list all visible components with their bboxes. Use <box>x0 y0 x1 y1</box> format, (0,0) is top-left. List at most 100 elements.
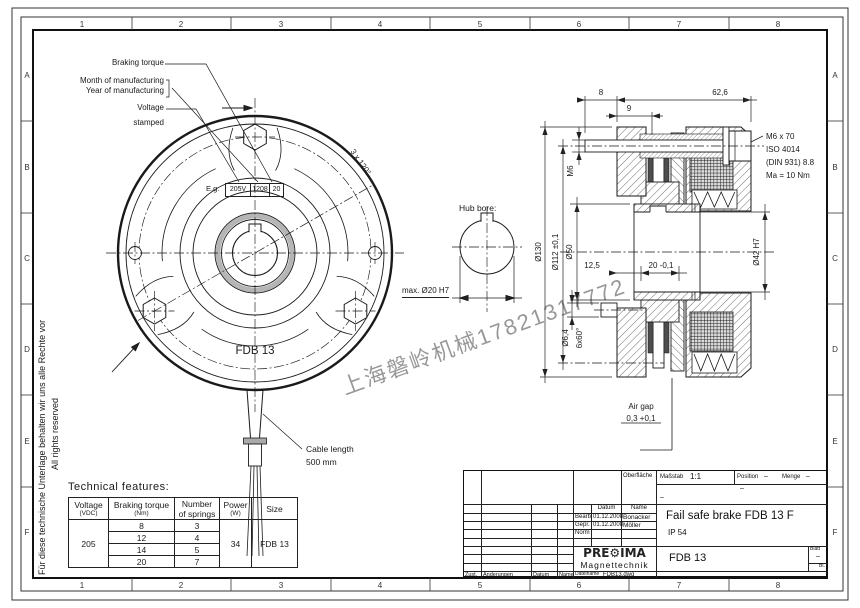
label-voltage: Voltage <box>137 103 164 112</box>
stamp-box: 205V 1208 20 <box>225 183 284 197</box>
dim-6-4: Ø6,4 <box>561 329 570 347</box>
svg-text:7: 7 <box>677 581 682 590</box>
dim-6x60: 6x60° <box>575 328 584 349</box>
svg-text:7: 7 <box>677 20 682 29</box>
tb-menge-label: Menge <box>782 474 801 480</box>
air-gap-value: 0,3 +0,1 <box>626 414 656 423</box>
tb-dateiname-label: Dateiname <box>575 571 600 577</box>
svg-text:B: B <box>24 163 29 172</box>
tb-gepr-datum: 01.12.2008 <box>593 522 624 528</box>
front-view <box>106 63 404 557</box>
stamp-voltage: 205V <box>229 186 247 193</box>
svg-text:4: 4 <box>378 20 383 29</box>
tb-menge-value: – <box>806 473 810 480</box>
tb-gepr-name: Möller <box>623 521 641 529</box>
sheet-frame <box>11 7 849 601</box>
svg-text:8: 8 <box>776 20 781 29</box>
tech-voltage: 205 <box>68 519 109 568</box>
svg-text:5: 5 <box>478 581 483 590</box>
svg-text:D: D <box>832 345 838 354</box>
tb-col-name: Name <box>630 505 647 511</box>
svg-text:(DIN 931) 8.8: (DIN 931) 8.8 <box>766 158 815 167</box>
stamp-eg: E.g. <box>206 184 220 193</box>
svg-text:C: C <box>24 254 30 263</box>
dim-130: Ø130 <box>534 242 543 262</box>
stamp-torque: 20 <box>269 184 283 196</box>
tb-datum: Datum <box>533 572 550 578</box>
dim-112: Ø112 ±0,1 <box>551 233 560 270</box>
dim-20: 20 -0,1 <box>649 261 674 270</box>
svg-text:3: 3 <box>279 581 284 590</box>
tech-col-voltage: Voltage(VDC) <box>68 497 109 520</box>
tb-blatt-value: – <box>816 553 820 560</box>
label-stamped: stamped <box>133 118 164 127</box>
tech-col-torque: Braking torque(Nm) <box>108 497 175 520</box>
label-cable-1: Cable length <box>306 444 354 454</box>
svg-text:5: 5 <box>478 20 483 29</box>
title-block: Oberfläche Maßstab 1:1 Position – Menge … <box>463 470 828 578</box>
tb-oberflaeche: Oberfläche <box>623 473 653 479</box>
tb-bearb-label: Bearb. <box>575 514 593 520</box>
tech-col-power: Power(W) <box>219 497 252 520</box>
section-view <box>558 126 775 451</box>
dim-8: 8 <box>599 88 604 97</box>
dim-62-6: 62,6 <box>712 88 728 97</box>
tb-ip: IP 54 <box>668 528 687 537</box>
front-model-label: FDB 13 <box>235 345 275 357</box>
svg-text:6: 6 <box>577 20 582 29</box>
stamp-yearmonth: 1208 <box>250 184 269 196</box>
svg-text:C: C <box>832 254 838 263</box>
svg-text:1: 1 <box>80 20 85 29</box>
dim-42: Ø42 H7 <box>752 238 761 266</box>
svg-text:2: 2 <box>179 20 184 29</box>
tb-blatt-label: Blatt <box>810 546 821 552</box>
svg-text:F: F <box>833 528 838 537</box>
dim-12-5: 12,5 <box>584 261 600 270</box>
tb-dateiname-value: FDB13.dwg <box>603 571 635 578</box>
watermark: 上海磐岭机械17821317772 <box>338 273 629 399</box>
dim-50: Ø50 <box>565 244 574 260</box>
tb-norm-label: Norm <box>575 530 590 536</box>
label-month: Month of manufacturing <box>79 76 164 85</box>
svg-text:A: A <box>832 71 838 80</box>
tb-massstab-label: Maßstab <box>660 474 684 480</box>
bolt-note: M6 x 70 ISO 4014 (DIN 931) 8.8 Ma = 10 N… <box>766 132 815 180</box>
svg-text:3: 3 <box>279 20 284 29</box>
svg-text:8: 8 <box>776 581 781 590</box>
tech-size: FDB 13 <box>251 519 298 568</box>
tb-bearb-datum: 01.12.2008 <box>593 514 624 520</box>
svg-text:1: 1 <box>80 581 85 590</box>
svg-text:E: E <box>24 437 29 446</box>
svg-text:M6 x 70: M6 x 70 <box>766 132 795 141</box>
dim-m6: M6 <box>566 165 575 177</box>
rights-note-en: All rights reserved <box>50 398 60 470</box>
svg-text:F: F <box>25 528 30 537</box>
tb-gepr-label: Gepr. <box>575 522 590 528</box>
tb-massstab-value: 1:1 <box>690 472 702 481</box>
precima-magnettechnik: Magnettechnik <box>580 560 649 570</box>
label-braking-torque: Braking torque <box>111 58 164 67</box>
tb-dash-left: – <box>660 494 664 501</box>
tb-position-label: Position <box>737 474 759 480</box>
tech-col-size: Size <box>251 497 298 520</box>
svg-text:2: 2 <box>179 581 184 590</box>
label-cable-2: 500 mm <box>306 457 337 467</box>
tb-bl-label: Bl. <box>819 563 825 569</box>
tb-product: FDB 13 <box>669 552 707 564</box>
tb-zust: Zust. <box>465 572 478 578</box>
tech-row: 205 8 3 34 FDB 13 <box>68 519 298 568</box>
tb-name: Name <box>559 572 574 578</box>
tech-heading: Technical features: <box>68 481 170 493</box>
tech-power: 34 <box>219 519 252 568</box>
dim-9: 9 <box>627 104 632 113</box>
svg-text:E: E <box>832 437 837 446</box>
tb-bearb-name: Bonacker <box>623 513 651 521</box>
svg-text:4: 4 <box>378 581 383 590</box>
